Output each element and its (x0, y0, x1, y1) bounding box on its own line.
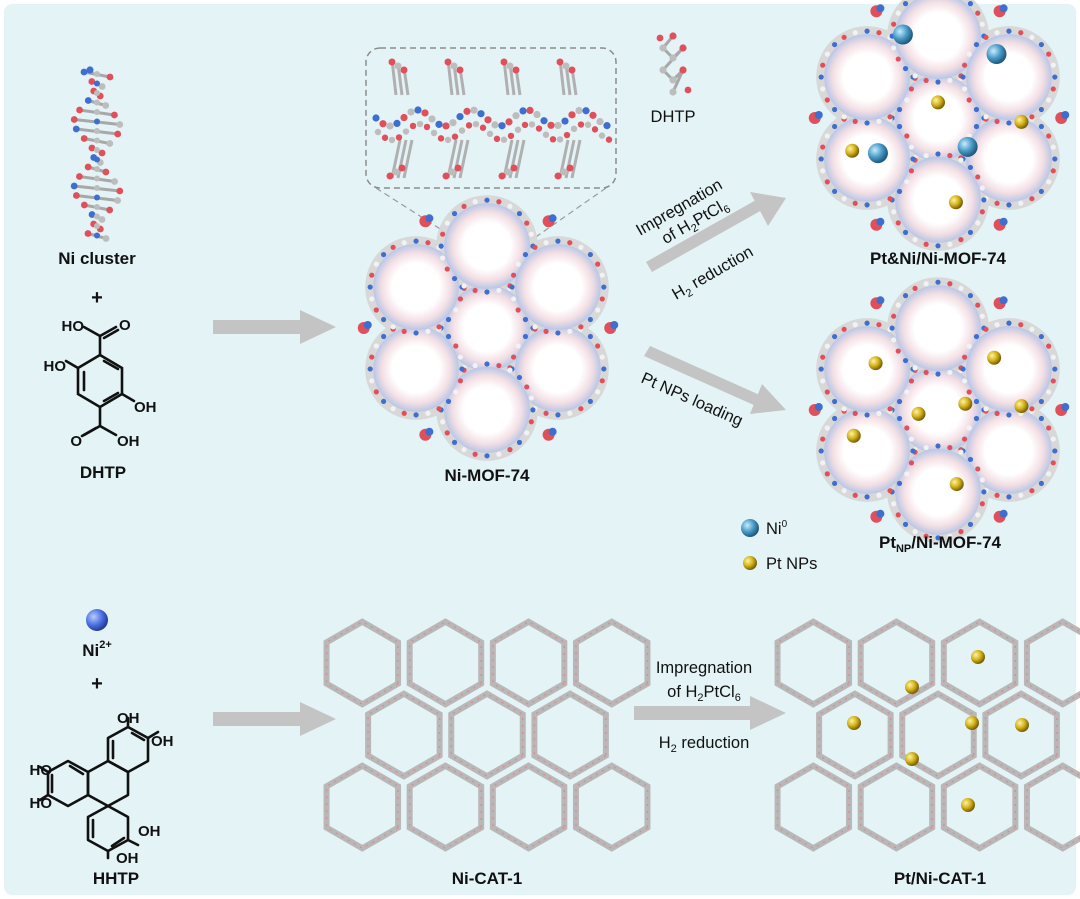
pt-ni-mof-label: Pt&Ni/Ni-MOF-74 (870, 249, 1007, 268)
bottom-arrow-line1: Impregnation (656, 659, 752, 677)
dhtp-ho-top: HO (62, 318, 85, 335)
arrow-synthesis-mof (213, 310, 336, 344)
dhtp-linker-molecule (656, 32, 692, 96)
hhtp-ho-2: HO (30, 795, 53, 812)
arrow-impregnation-upper (646, 192, 786, 272)
dhtp-oh-bottom: OH (117, 433, 140, 450)
dhtp-oh-right: OH (134, 399, 157, 416)
legend: Ni0 Pt NPs (741, 519, 817, 573)
arrow-synthesis-cat (213, 702, 336, 736)
ni-ion-label: Ni2+ (82, 639, 112, 660)
hhtp-oh-4: OH (116, 850, 139, 867)
dhtp-ho-left: HO (44, 358, 67, 375)
hhtp-structure (38, 716, 160, 860)
ni-mof-74-label: Ni-MOF-74 (445, 466, 531, 485)
pt-np-mof-framework (808, 277, 1070, 543)
bottom-arrow-line2: of H2PtCl6 (667, 683, 741, 704)
hhtp-oh-2: OH (151, 733, 174, 750)
pt-ni-cat-1-framework (774, 618, 1080, 852)
ni0-legend-label: Ni0 (766, 519, 788, 538)
pt-ni-mof-framework (808, 0, 1070, 251)
dhtp-structure (64, 325, 136, 438)
dhtp-label: DHTP (80, 463, 126, 482)
ni-ion-sphere (86, 609, 108, 631)
arrow-impregnation-bottom (634, 696, 786, 730)
hhtp-label: HHTP (93, 869, 139, 888)
background-panel-inner (4, 4, 1076, 895)
arrow-pt-loading (644, 346, 786, 414)
hhtp-oh-3: OH (138, 823, 161, 840)
pt-np-mof-label: PtNP/Ni-MOF-74 (879, 533, 1002, 555)
bottom-arrow-line3: H2 reduction (659, 734, 750, 755)
ni-cat-1-framework (323, 618, 651, 852)
ni-cat-1-label: Ni-CAT-1 (452, 869, 523, 888)
mof-chain-structure (372, 58, 613, 180)
dhtp-linker-label: DHTP (651, 108, 696, 126)
ni-mof-74-framework (357, 195, 619, 461)
hhtp-ho-1: HO (30, 762, 53, 779)
ni-cluster-label: Ni cluster (58, 249, 136, 268)
hhtp-oh-1: OH (117, 710, 140, 727)
dhtp-o-top: O (119, 317, 131, 334)
pt-legend-icon (743, 556, 757, 570)
chain-zoom-inset (365, 47, 617, 189)
ni-cluster-molecule (70, 66, 124, 242)
ni0-legend-icon (741, 519, 759, 537)
dhtp-o-bottom: O (70, 433, 82, 450)
plus-sign-top: + (91, 287, 103, 309)
pt-ni-cat-1-label: Pt/Ni-CAT-1 (894, 869, 986, 888)
plus-sign-bottom: + (91, 673, 103, 695)
pt-legend-label: Pt NPs (766, 555, 817, 573)
